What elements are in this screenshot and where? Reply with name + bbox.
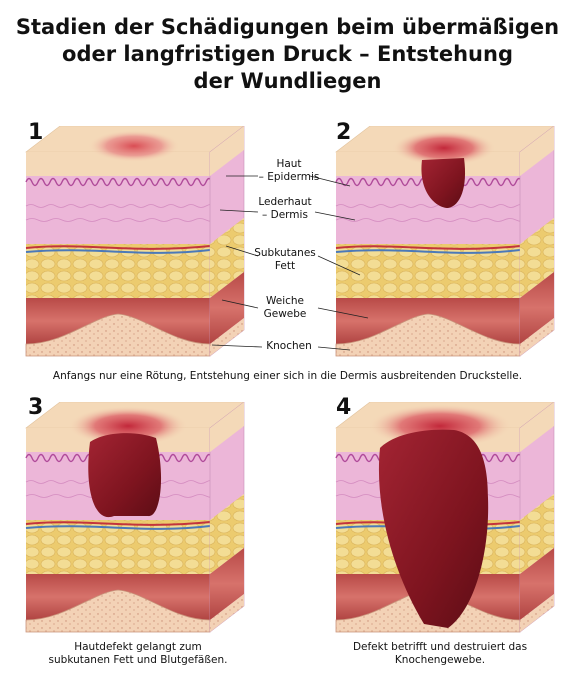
caption-stage-4: Defekt betrifft und destruiert das Knoch… bbox=[322, 641, 558, 667]
label-soft-line-2: Gewebe bbox=[240, 308, 330, 321]
label-dermis-line-1: Lederhaut bbox=[240, 196, 330, 209]
caption-stage-4-line-2: Knochengewebe. bbox=[322, 654, 558, 667]
caption-stages-1-2: Anfangs nur eine Rötung, Entstehung eine… bbox=[0, 370, 575, 383]
caption-stage-3: Hautdefekt gelangt zum subkutanen Fett u… bbox=[20, 641, 256, 667]
label-epidermis-line-2: – Epidermis bbox=[244, 171, 334, 184]
label-soft-tissue: Weiche Gewebe bbox=[240, 295, 330, 321]
caption-stage-3-line-1: Hautdefekt gelangt zum bbox=[20, 641, 256, 654]
label-fat-line-2: Fett bbox=[240, 260, 330, 273]
label-bone-line-1: Knochen bbox=[244, 340, 334, 353]
label-bone: Knochen bbox=[244, 340, 334, 353]
caption-stage-4-line-1: Defekt betrifft und destruiert das bbox=[322, 641, 558, 654]
label-subcutaneous-fat: Subkutanes Fett bbox=[240, 247, 330, 273]
label-epidermis: Haut – Epidermis bbox=[244, 158, 334, 184]
label-epidermis-line-1: Haut bbox=[244, 158, 334, 171]
caption-stage-3-line-2: subkutanen Fett und Blutgefäßen. bbox=[20, 654, 256, 667]
label-fat-line-1: Subkutanes bbox=[240, 247, 330, 260]
label-dermis-line-2: – Dermis bbox=[240, 209, 330, 222]
label-soft-line-1: Weiche bbox=[240, 295, 330, 308]
label-dermis: Lederhaut – Dermis bbox=[240, 196, 330, 222]
